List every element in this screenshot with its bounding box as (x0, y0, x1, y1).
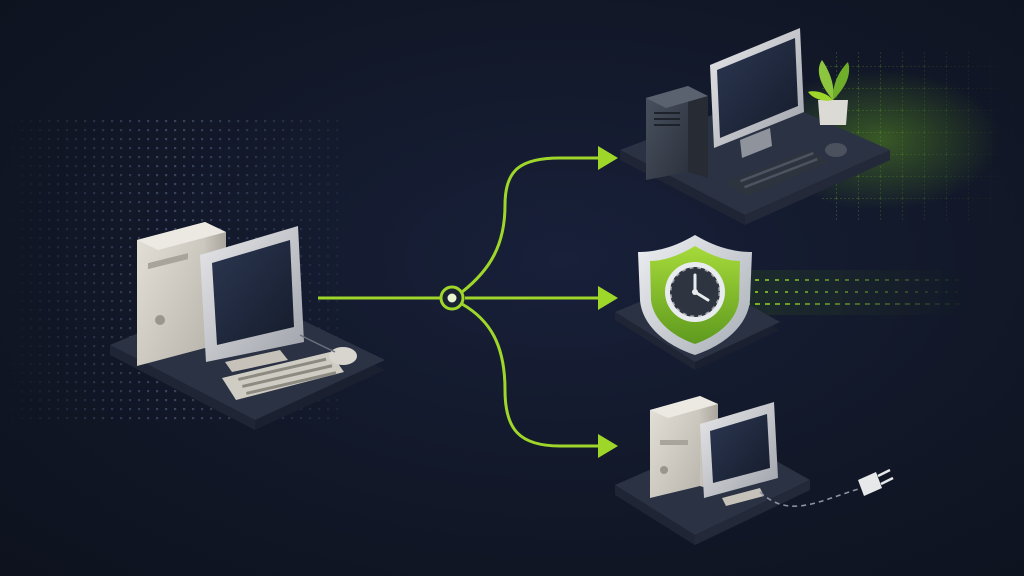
unplugged-computer-icon (650, 396, 778, 506)
arrowhead-shield (598, 286, 618, 310)
edge-hub-to-workstation (461, 156, 608, 294)
target-protected-schedule (615, 235, 780, 370)
plant-icon (808, 60, 850, 125)
power-plug-icon (759, 468, 894, 507)
target-offline-computer (615, 396, 894, 545)
edge-hub-to-offline (461, 302, 608, 448)
connector-lines (318, 146, 618, 458)
arrowhead-offline (598, 434, 618, 458)
shield-clock-icon (638, 235, 752, 355)
router-hub (439, 285, 465, 311)
arrowhead-workstation (598, 146, 618, 170)
green-dash-trail (745, 270, 970, 315)
target-modern-workstation (620, 28, 890, 225)
modern-desktop-workstation-icon (646, 28, 847, 196)
source-legacy-computer (110, 222, 385, 430)
legacy-desktop-computer-icon (137, 222, 357, 400)
